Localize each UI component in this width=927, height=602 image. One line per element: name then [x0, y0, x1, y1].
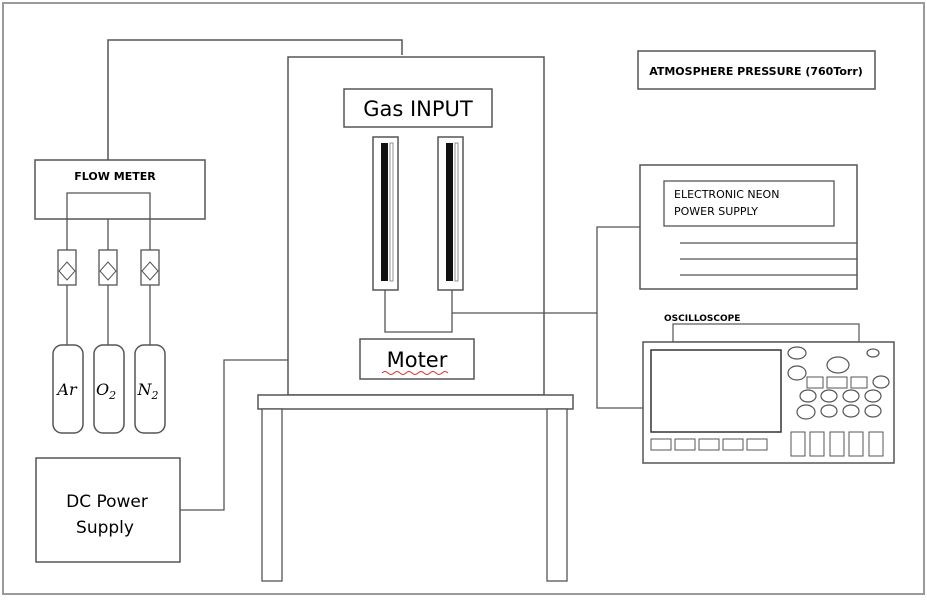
cylinder-ar: Ar — [52, 344, 84, 434]
dc-power-supply: DC Power Supply — [35, 457, 181, 563]
flow-meter: FLOW METER — [34, 159, 206, 250]
atmosphere-label: ATMOSPHERE PRESSURE (760Torr) — [649, 65, 863, 78]
gas-valves — [57, 249, 160, 345]
oscilloscope-screen — [650, 349, 782, 433]
gas-input-box: Gas INPUT — [343, 88, 493, 128]
dc-supply-label-line2: Supply — [76, 518, 134, 538]
neon-supply-label-line2: POWER SUPPLY — [674, 205, 758, 218]
cylinder-n2: N2 — [134, 344, 166, 434]
electrode-left — [381, 143, 388, 281]
gas-input-label: Gas INPUT — [363, 97, 473, 121]
valve-n2 — [140, 249, 160, 286]
cylinder-ar-label: Ar — [55, 380, 78, 399]
valve-ar — [57, 249, 77, 286]
flow-meter-label: FLOW METER — [74, 170, 156, 183]
gas-cylinders: Ar O2 N2 — [52, 344, 166, 434]
electrodes — [372, 136, 464, 333]
cylinder-n2-label: N2 — [137, 380, 159, 402]
atmosphere-box: ATMOSPHERE PRESSURE (760Torr) — [637, 50, 876, 90]
spellcheck-underline — [381, 371, 449, 375]
dc-supply-label-line1: DC Power — [66, 492, 148, 512]
supply-scope-line — [596, 226, 643, 409]
neon-power-supply: ELECTRONIC NEON POWER SUPPLY — [639, 164, 858, 290]
electrode-right — [446, 143, 453, 281]
gas-feed-line — [107, 39, 403, 160]
table — [257, 394, 574, 582]
oscilloscope-label: OSCILLOSCOPE — [664, 314, 740, 324]
neon-supply-label-line1: ELECTRONIC NEON — [674, 188, 779, 201]
cylinder-o2-label: O2 — [96, 380, 116, 402]
cylinder-o2: O2 — [93, 344, 125, 434]
valve-o2 — [98, 249, 118, 286]
oscilloscope: OSCILLOSCOPE — [642, 314, 895, 464]
motor-label: Moter — [387, 348, 448, 372]
motor-box: Moter — [359, 338, 475, 380]
